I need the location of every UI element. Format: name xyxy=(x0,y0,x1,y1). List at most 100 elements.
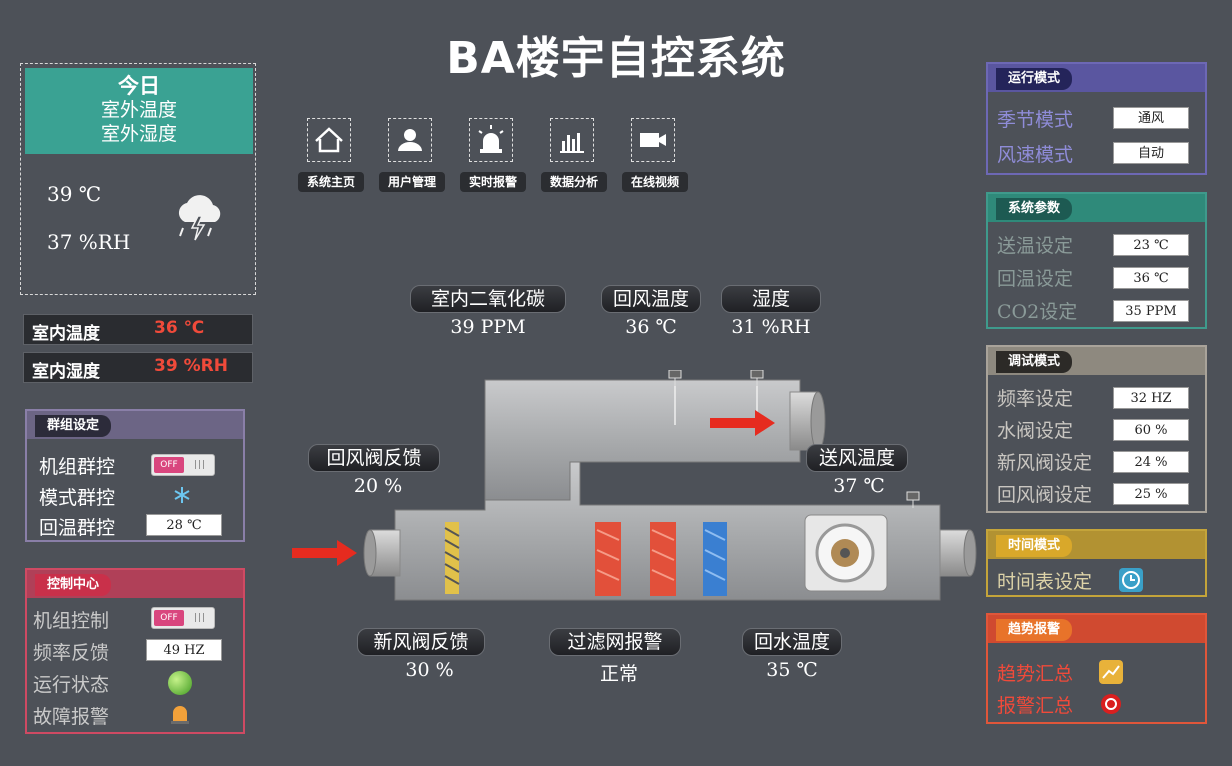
clock-icon[interactable] xyxy=(1118,567,1144,593)
return-water-temp-value: 35 ℃ xyxy=(766,659,818,681)
co2-label: 室内二氧化碳 xyxy=(410,285,566,313)
system-params-tab: 系统参数 xyxy=(996,198,1073,220)
alarm-summary-icon[interactable] xyxy=(1100,693,1122,715)
humidity-value: 31 %RH xyxy=(731,316,811,338)
return-temp-group-label: 回温群控 xyxy=(39,517,116,539)
nav-alarm-label: 实时报警 xyxy=(460,172,526,192)
nav-data-analysis[interactable]: 数据分析 xyxy=(541,118,607,194)
supply-air-temp-label: 送风温度 xyxy=(806,444,908,472)
alarm-summary-label: 报警汇总 xyxy=(997,695,1074,717)
return-damper-label: 回风阀反馈 xyxy=(308,444,440,472)
toggle-grip: ||| xyxy=(193,613,206,623)
weather-header: 今日 室外温度 室外湿度 xyxy=(25,68,253,154)
today-label: 今日 xyxy=(118,73,160,98)
nav-home[interactable]: 系统主页 xyxy=(298,118,364,194)
filter-alarm-value: 正常 xyxy=(599,663,638,685)
toggle-state: OFF xyxy=(154,457,184,473)
return-damper-value: 20 % xyxy=(353,475,403,497)
supply-air-temp-value: 37 ℃ xyxy=(833,475,885,497)
return-water-temp-label: 回水温度 xyxy=(742,628,842,656)
trend-alarm-panel: 趋势报警 趋势汇总 报警汇总 xyxy=(986,613,1207,724)
supply-temp-set-input[interactable]: 23 ℃ xyxy=(1113,234,1189,256)
unit-control-toggle[interactable]: OFF ||| xyxy=(151,607,215,629)
nav-user-management[interactable]: 用户管理 xyxy=(379,118,445,194)
outdoor-humidity-label: 室外湿度 xyxy=(100,123,177,145)
video-camera-icon xyxy=(631,118,675,162)
toggle-grip: ||| xyxy=(193,460,206,470)
indoor-humidity-value: 39 %RH xyxy=(154,356,228,376)
run-status-label: 运行状态 xyxy=(33,674,110,696)
unit-group-toggle[interactable]: OFF ||| xyxy=(151,454,215,476)
nav-realtime-alarm[interactable]: 实时报警 xyxy=(460,118,526,194)
fresh-damper-value: 30 % xyxy=(405,659,454,681)
indoor-temp-label: 室内温度 xyxy=(32,324,100,344)
debug-mode-tab: 调试模式 xyxy=(996,351,1073,373)
water-valve-set-label: 水阀设定 xyxy=(997,420,1074,442)
return-damper-set-label: 回风阀设定 xyxy=(997,484,1093,506)
run-mode-panel: 运行模式 季节模式 通风 风速模式 自动 xyxy=(986,62,1207,175)
nav-video-label: 在线视频 xyxy=(622,172,688,192)
trend-chart-icon[interactable] xyxy=(1098,659,1124,685)
nav-online-video[interactable]: 在线视频 xyxy=(622,118,688,194)
freq-set-label: 频率设定 xyxy=(997,388,1074,410)
co2-set-label: CO2设定 xyxy=(997,301,1078,323)
trend-summary-label: 趋势汇总 xyxy=(997,663,1074,685)
freq-set-input[interactable]: 32 HZ xyxy=(1113,387,1189,409)
home-icon xyxy=(307,118,351,162)
unit-group-label: 机组群控 xyxy=(39,456,116,478)
user-icon xyxy=(388,118,432,162)
return-damper-set-input[interactable]: 25 % xyxy=(1113,483,1189,505)
group-settings-panel: 群组设定 机组群控 OFF ||| 模式群控 回温群控 28 ℃ xyxy=(25,409,245,542)
season-mode-label: 季节模式 xyxy=(997,109,1074,131)
fault-alarm-label: 故障报警 xyxy=(33,706,110,728)
alarm-light-icon xyxy=(469,118,513,162)
schedule-set-label: 时间表设定 xyxy=(997,571,1093,593)
snowflake-icon[interactable] xyxy=(173,486,191,504)
indoor-humidity-bar: 室内湿度 39 %RH xyxy=(23,352,253,383)
run-status-indicator xyxy=(168,671,192,695)
indoor-humidity-label: 室内湿度 xyxy=(32,362,100,382)
return-temp-group-input[interactable]: 28 ℃ xyxy=(146,514,222,536)
outdoor-temp-value: 39 ℃ xyxy=(47,182,102,206)
return-air-temp-label: 回风温度 xyxy=(601,285,701,313)
run-mode-tab: 运行模式 xyxy=(996,68,1073,90)
return-temp-set-label: 回温设定 xyxy=(997,268,1074,290)
system-params-panel: 系统参数 送温设定 23 ℃ 回温设定 36 ℃ CO2设定 35 PPM xyxy=(986,192,1207,329)
ahu-diagram xyxy=(292,370,977,601)
humidity-label: 湿度 xyxy=(721,285,821,313)
nav-home-label: 系统主页 xyxy=(298,172,364,192)
fan-mode-value[interactable]: 自动 xyxy=(1113,142,1189,164)
fresh-damper-set-input[interactable]: 24 % xyxy=(1113,451,1189,473)
control-center-panel: 控制中心 机组控制 OFF ||| 频率反馈 49 HZ 运行状态 故障报警 xyxy=(25,568,245,734)
return-air-temp-value: 36 ℃ xyxy=(625,316,677,338)
time-mode-tab: 时间模式 xyxy=(996,535,1073,557)
alarm-light-icon xyxy=(171,706,189,724)
weather-card: 今日 室外温度 室外湿度 39 ℃ 37 %RH xyxy=(20,63,256,295)
group-settings-tab: 群组设定 xyxy=(35,415,112,437)
control-center-tab: 控制中心 xyxy=(35,574,112,596)
freq-feedback-value: 49 HZ xyxy=(146,639,222,661)
indoor-temp-bar: 室内温度 36 ℃ xyxy=(23,314,253,345)
page-title: BA楼宇自控系统 xyxy=(446,33,786,84)
mode-group-label: 模式群控 xyxy=(39,487,116,509)
bar-chart-icon xyxy=(550,118,594,162)
supply-temp-set-label: 送温设定 xyxy=(997,235,1074,257)
toggle-state: OFF xyxy=(154,610,184,626)
trend-alarm-tab: 趋势报警 xyxy=(996,619,1073,641)
outdoor-humidity-value: 37 %RH xyxy=(47,230,131,254)
freq-feedback-label: 频率反馈 xyxy=(33,642,110,664)
time-mode-panel: 时间模式 时间表设定 xyxy=(986,529,1207,597)
thunder-cloud-icon xyxy=(178,195,221,241)
debug-mode-panel: 调试模式 频率设定 32 HZ 水阀设定 60 % 新风阀设定 24 % 回风阀… xyxy=(986,345,1207,513)
filter-alarm-label: 过滤网报警 xyxy=(549,628,681,656)
fresh-damper-set-label: 新风阀设定 xyxy=(997,452,1093,474)
unit-control-label: 机组控制 xyxy=(33,610,110,632)
season-mode-value[interactable]: 通风 xyxy=(1113,107,1189,129)
co2-set-input[interactable]: 35 PPM xyxy=(1113,300,1189,322)
fan-mode-label: 风速模式 xyxy=(997,144,1074,166)
return-temp-set-input[interactable]: 36 ℃ xyxy=(1113,267,1189,289)
nav-user-label: 用户管理 xyxy=(379,172,445,192)
nav-data-label: 数据分析 xyxy=(541,172,607,192)
outdoor-temp-label: 室外温度 xyxy=(100,99,177,121)
water-valve-set-input[interactable]: 60 % xyxy=(1113,419,1189,441)
